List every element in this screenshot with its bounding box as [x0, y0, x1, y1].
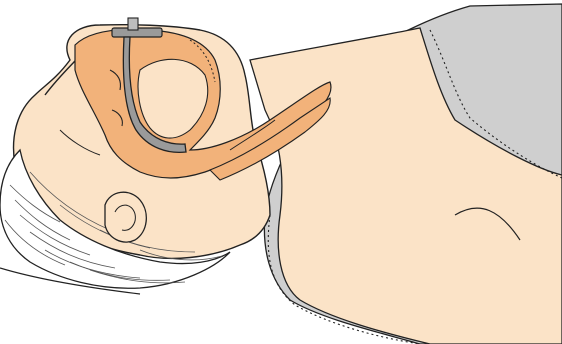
- ear: [105, 192, 146, 242]
